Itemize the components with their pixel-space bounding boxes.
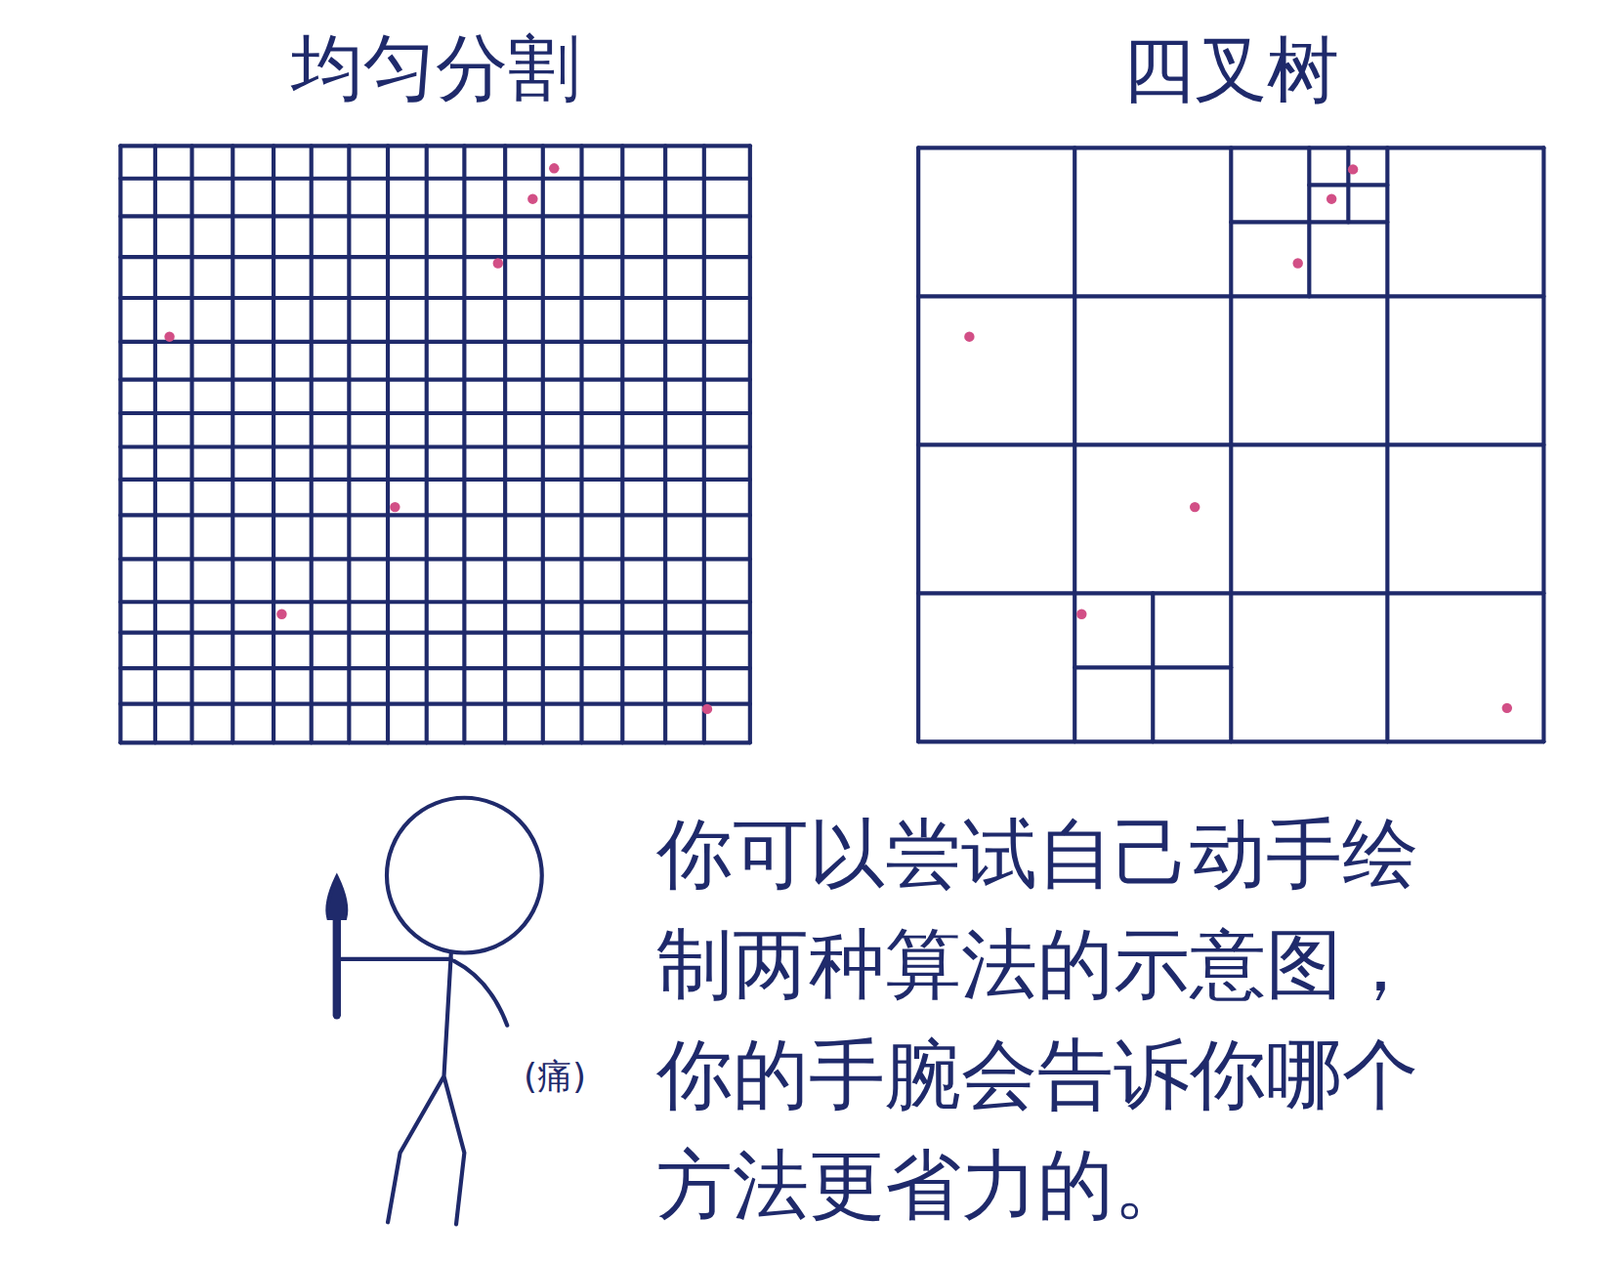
data-point: [1189, 502, 1200, 512]
grid-line: [120, 411, 750, 416]
uniform-grid: 均匀分割: [120, 145, 751, 743]
data-point: [276, 609, 287, 620]
grid-line: [663, 145, 668, 743]
grid-line: [462, 145, 466, 743]
note-text: 你可以尝试自己动手绘制两种算法的示意图，你的手腕会告诉你哪个方法更省力的。: [656, 799, 1441, 1241]
grid-line: [120, 176, 750, 181]
grid-line: [153, 145, 158, 743]
grid-line: [120, 377, 750, 381]
grid-line: [503, 145, 507, 743]
grid-line: [120, 444, 750, 449]
brush-tip: [327, 877, 346, 919]
data-point: [548, 163, 559, 173]
quadtree-grid: 四叉树: [918, 147, 1544, 742]
grid-line: [579, 145, 584, 743]
grid-line: [748, 145, 753, 743]
grid-line: [118, 145, 123, 743]
data-point: [964, 331, 974, 341]
grid-line: [385, 145, 390, 743]
quadtree-line: [918, 442, 1544, 447]
grid-line: [309, 145, 314, 743]
grid-line: [120, 213, 750, 218]
data-point: [1292, 257, 1303, 268]
grid-line: [120, 143, 750, 148]
data-point: [1502, 703, 1513, 714]
grid-line: [120, 477, 750, 482]
brush-handle: [333, 913, 341, 1015]
quadtree-line: [918, 739, 1544, 744]
grid-line: [120, 512, 750, 517]
grid-line: [120, 295, 750, 300]
grid-line: [271, 145, 276, 743]
data-point: [1347, 164, 1358, 174]
data-point: [702, 704, 713, 715]
grid-line: [120, 339, 750, 344]
figure-arms: [339, 959, 507, 1026]
grid-line: [346, 145, 351, 743]
quadtree-line: [1230, 219, 1388, 224]
grid-line: [120, 740, 750, 745]
quadtree-line: [918, 590, 1544, 595]
data-point: [1076, 609, 1087, 620]
grid-line: [541, 145, 546, 743]
grid-line: [230, 145, 235, 743]
quadtree-line: [1074, 665, 1231, 670]
data-point: [527, 193, 538, 204]
grid-line: [620, 145, 625, 743]
figure-body: [387, 953, 464, 1225]
quadtree-line: [1385, 147, 1390, 742]
figure-head: [386, 798, 543, 954]
grid-line: [120, 702, 750, 707]
quadtree-line: [1541, 147, 1546, 742]
data-point: [164, 331, 174, 341]
grid-line: [120, 666, 750, 671]
grid-line: [702, 145, 707, 743]
data-point: [493, 257, 504, 268]
grid-line: [120, 630, 750, 634]
grid-heading: 均匀分割: [120, 20, 751, 119]
data-point: [389, 502, 400, 512]
quadtree-line: [1308, 182, 1388, 187]
pain-remark: (痛): [523, 1052, 587, 1101]
grid-line: [424, 145, 429, 743]
grid-line: [120, 254, 750, 259]
grid-line: [120, 599, 750, 604]
grid-heading: 四叉树: [918, 22, 1544, 121]
data-point: [1326, 193, 1337, 204]
grid-line: [120, 556, 750, 561]
grid-line: [189, 145, 194, 743]
